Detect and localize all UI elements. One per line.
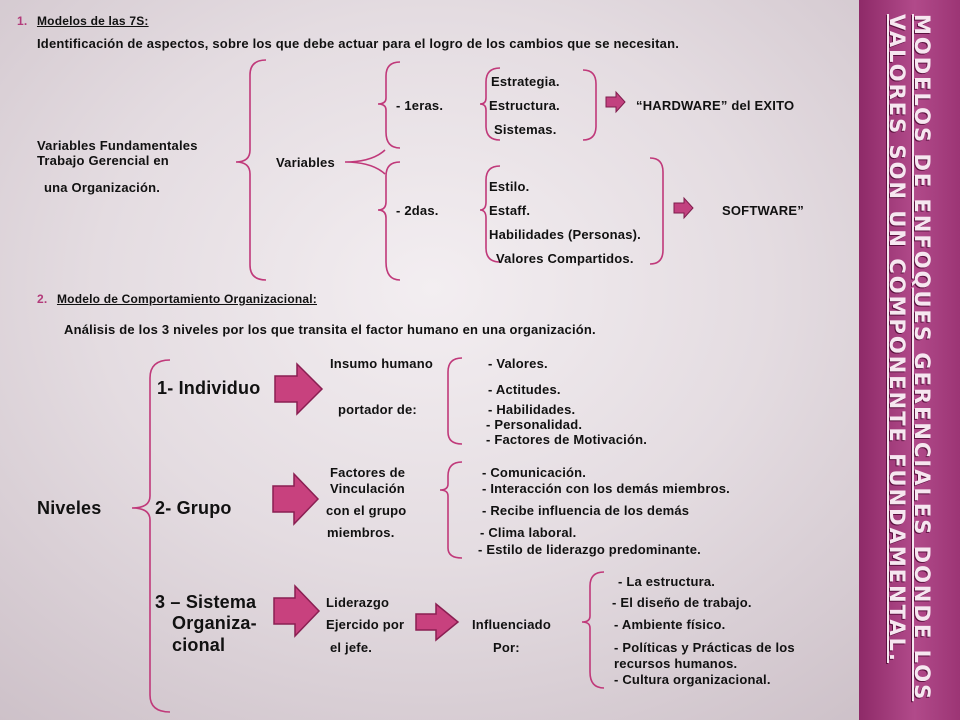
s2-sistema-item: - El diseño de trabajo. xyxy=(612,595,752,610)
s1-first-item: Estructura. xyxy=(489,98,560,113)
s2-sistema-item: - Cultura organizacional. xyxy=(614,672,771,687)
s2-grupo-item: - Estilo de liderazgo predominante. xyxy=(478,542,701,557)
s2-sistema-por: Por: xyxy=(493,640,520,655)
s2-individuo-item: - Actitudes. xyxy=(488,382,561,397)
s1-first-item: Estrategia. xyxy=(491,74,560,89)
s2-grupo-item: - Clima laboral. xyxy=(480,525,577,540)
s2-grupo-label: 2- Grupo xyxy=(155,498,232,518)
bracket-software xyxy=(649,157,664,265)
s2-grupo-item: - Comunicación. xyxy=(482,465,587,480)
bracket-1eras xyxy=(377,61,401,149)
s1-heading: Modelos de las 7S: xyxy=(36,14,149,28)
s2-sistema-label1: 3 – Sistema xyxy=(155,592,257,612)
arrow-liderazgo-icon xyxy=(415,602,460,642)
diagram-lines xyxy=(131,59,694,713)
bracket-individuo xyxy=(447,357,463,445)
s1-root-line1: Variables Fundamentales xyxy=(37,138,198,153)
s2-sistema-item: - Ambiente físico. xyxy=(614,617,726,632)
bracket-2das xyxy=(377,161,401,281)
arrow-sistema-icon xyxy=(273,584,321,638)
s1-second-item: Valores Compartidos. xyxy=(496,251,634,266)
s2-heading: Modelo de Comportamiento Organizacional: xyxy=(56,292,317,306)
bracket-second-items xyxy=(479,165,501,263)
s1-software: SOFTWARE” xyxy=(722,203,804,218)
s1-heading-row: 1. Modelos de las 7S: xyxy=(17,14,149,29)
s1-root-line3: una Organización. xyxy=(44,180,161,195)
s2-individuo-item: - Valores. xyxy=(488,356,548,371)
s1-second: - 2das. xyxy=(396,203,439,218)
arrow-grupo-icon xyxy=(272,472,320,526)
s2-individuo-item: - Habilidades. xyxy=(488,402,576,417)
slide-title: Modelos de enfoques gerenciales donde lo… xyxy=(859,0,960,720)
s2-intro: Análisis de los 3 niveles por los que tr… xyxy=(64,322,596,337)
arrow-individuo-icon xyxy=(274,362,324,416)
bracket-sistema xyxy=(581,571,605,689)
s2-number: 2. xyxy=(37,292,48,306)
s1-second-item: Estilo. xyxy=(489,179,530,194)
s1-first-item: Sistemas. xyxy=(494,122,557,137)
s2-individuo-desc1: Insumo humano xyxy=(330,356,433,371)
bracket-grupo xyxy=(439,461,463,559)
s1-number: 1. xyxy=(17,14,28,28)
s2-individuo-label: 1- Individuo xyxy=(157,378,261,398)
s1-second-item: Estaff. xyxy=(489,203,531,218)
s2-grupo-item: - Interacción con los demás miembros. xyxy=(482,481,730,496)
bracket-hardware xyxy=(582,69,597,141)
arrow-hardware-icon xyxy=(605,90,626,114)
slide-title-line1: Modelos de enfoques gerenciales donde lo… xyxy=(910,14,935,702)
s1-second-item: Habilidades (Personas). xyxy=(489,227,641,242)
s2-individuo-item: - Factores de Motivación. xyxy=(486,432,648,447)
bracket-variables xyxy=(235,59,267,281)
arrow-software-icon xyxy=(673,196,694,220)
s2-sistema-label2: Organiza- xyxy=(172,613,257,633)
s2-sistema-item: recursos humanos. xyxy=(614,656,738,671)
s2-grupo-item: - Recibe influencia de los demás xyxy=(482,503,690,518)
slide-title-line2: valores son un componente fundamental. xyxy=(885,14,910,663)
s2-sistema-desc2: Ejercido por xyxy=(326,617,405,632)
s1-variables: Variables xyxy=(276,155,335,170)
s2-sistema-desc1: Liderazgo xyxy=(326,595,390,610)
s2-individuo-item: - Personalidad. xyxy=(486,417,583,432)
s1-first: - 1eras. xyxy=(396,98,444,113)
s2-sistema-item: - La estructura. xyxy=(618,574,716,589)
s2-grupo-desc2: Vinculación xyxy=(330,481,405,496)
connector-variables xyxy=(344,149,386,175)
s2-heading-row: 2. Modelo de Comportamiento Organizacion… xyxy=(37,292,317,307)
title-band: Modelos de enfoques gerenciales donde lo… xyxy=(859,0,960,720)
s2-grupo-desc1: Factores de xyxy=(330,465,406,480)
s2-sistema-label3: cional xyxy=(172,635,226,655)
s1-hardware: “HARDWARE” del EXITO xyxy=(636,98,795,113)
s2-grupo-desc3: con el grupo xyxy=(326,503,407,518)
s2-niveles: Niveles xyxy=(37,498,102,518)
s2-sistema-desc3: el jefe. xyxy=(330,640,373,655)
s1-intro: Identificación de aspectos, sobre los qu… xyxy=(37,36,680,51)
s2-sistema-influenciado: Influenciado xyxy=(472,617,551,632)
s1-root-line2: Trabajo Gerencial en xyxy=(37,153,169,168)
s2-sistema-item: - Políticas y Prácticas de los xyxy=(614,640,795,655)
bracket-first-items xyxy=(479,67,501,141)
bracket-niveles xyxy=(131,359,171,713)
s2-grupo-desc4: miembros. xyxy=(327,525,395,540)
s2-individuo-desc2: portador de: xyxy=(338,402,417,417)
